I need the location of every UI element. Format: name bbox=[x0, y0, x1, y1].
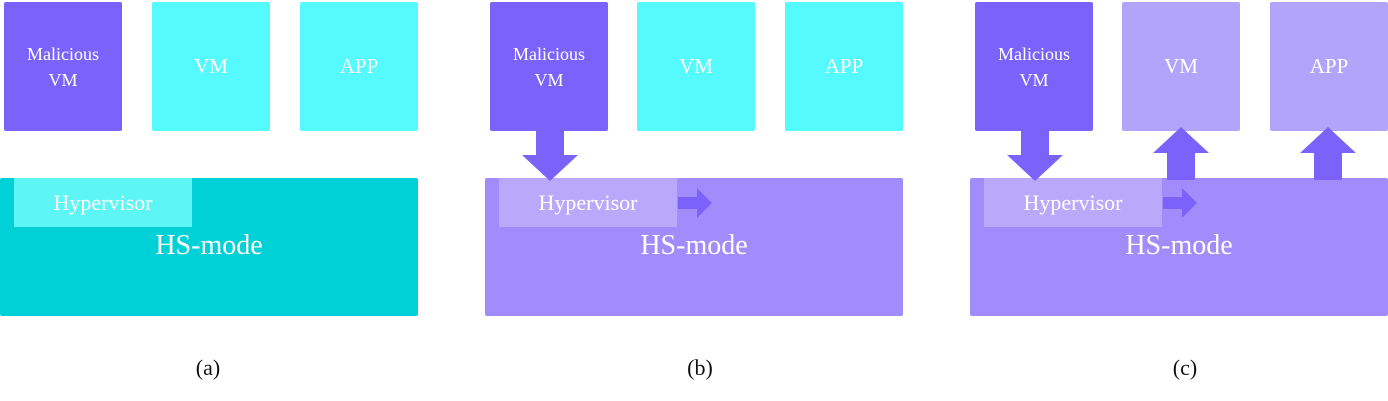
malicious-vm-label-line1: Malicious bbox=[27, 43, 99, 64]
malicious-vm-label-line1: Malicious bbox=[513, 43, 585, 64]
hs-mode-label: HS-mode bbox=[155, 230, 263, 261]
hs-mode-box: Hypervisor HS-mode bbox=[485, 178, 903, 316]
caption-a: (a) bbox=[195, 355, 221, 380]
vm-box: VM bbox=[152, 2, 270, 131]
hs-mode-box: Hypervisor HS-mode bbox=[970, 178, 1388, 316]
hs-mode-label: HS-mode bbox=[1125, 230, 1233, 261]
app-label: APP bbox=[824, 54, 864, 78]
vm-label: VM bbox=[1164, 54, 1198, 78]
app-box: APP bbox=[785, 2, 903, 131]
vm-box: VM bbox=[637, 2, 755, 131]
malicious-vm-box: Malicious VM bbox=[490, 2, 608, 131]
hypervisor-box: Hypervisor bbox=[984, 178, 1162, 227]
down-arrow-b bbox=[522, 131, 578, 181]
vm-box: VM bbox=[1122, 2, 1240, 131]
up-arrow-app-c bbox=[1300, 127, 1356, 180]
app-box: APP bbox=[1270, 2, 1388, 131]
hypervisor-label: Hypervisor bbox=[538, 189, 638, 215]
hypervisor-label: Hypervisor bbox=[53, 189, 153, 215]
caption-c: (c) bbox=[1172, 355, 1198, 380]
malicious-vm-label-line2: VM bbox=[48, 69, 78, 90]
malicious-vm-label-line1: Malicious bbox=[998, 43, 1070, 64]
app-box: APP bbox=[300, 2, 418, 131]
caption-b: (b) bbox=[687, 355, 713, 380]
malicious-vm-box: Malicious VM bbox=[975, 2, 1093, 131]
hs-mode-label: HS-mode bbox=[640, 230, 748, 261]
hs-mode-box: Hypervisor HS-mode bbox=[0, 178, 418, 316]
vm-label: VM bbox=[194, 54, 228, 78]
app-label: APP bbox=[1309, 54, 1349, 78]
hypervisor-box: Hypervisor bbox=[499, 178, 677, 227]
app-label: APP bbox=[339, 54, 379, 78]
malicious-vm-label-line2: VM bbox=[534, 69, 564, 90]
down-arrow-c bbox=[1007, 131, 1063, 181]
hypervisor-box: Hypervisor bbox=[14, 178, 192, 227]
hypervisor-label: Hypervisor bbox=[1023, 189, 1123, 215]
malicious-vm-label-line2: VM bbox=[1019, 69, 1049, 90]
vm-label: VM bbox=[679, 54, 713, 78]
up-arrow-vm-c bbox=[1153, 127, 1209, 180]
malicious-vm-box: Malicious VM bbox=[4, 2, 122, 131]
